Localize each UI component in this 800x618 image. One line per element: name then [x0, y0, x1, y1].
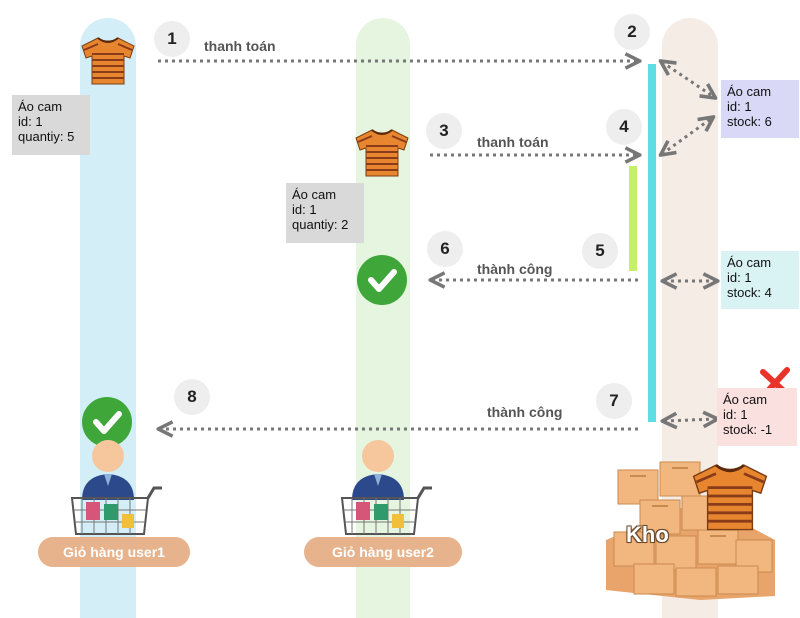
stock-box-1: Áo cam id: 1 stock: 6	[721, 80, 799, 138]
diagram-graphics	[70, 37, 790, 600]
transaction-bar	[648, 64, 656, 422]
cart-item-user1: Áo cam id: 1 quantiy: 5	[12, 95, 90, 155]
arrow-stock-read-1	[662, 62, 714, 97]
item-name: Áo cam	[292, 187, 337, 202]
cart-label-user2: Giỏ hàng user2	[304, 537, 462, 567]
message-label: thành công	[477, 261, 553, 277]
stock-box-3: Áo cam id: 1 stock: -1	[717, 388, 797, 446]
item-stock: stock: 4	[727, 285, 772, 300]
item-id: id: 1	[18, 114, 43, 129]
check-icon	[357, 255, 407, 305]
item-stock: stock: 6	[727, 114, 772, 129]
step-number-5: 5	[582, 233, 618, 269]
message-label: thành công	[487, 404, 563, 420]
cart-label-user1: Giỏ hàng user1	[38, 537, 190, 567]
lock-bar	[629, 166, 637, 271]
check-icon	[82, 397, 132, 447]
cart-item-user2: Áo cam id: 1 quantiy: 2	[286, 183, 364, 243]
message-label: thanh toán	[477, 134, 549, 150]
step-number-3: 3	[426, 113, 462, 149]
shopper-cart-icon	[340, 438, 434, 549]
warehouse-label: Kho	[626, 522, 669, 547]
warehouse-boxes-icon	[606, 461, 775, 600]
step-number-6: 6	[427, 231, 463, 267]
arrow-stock-read-2	[662, 118, 712, 154]
item-id: id: 1	[292, 202, 317, 217]
item-name: Áo cam	[723, 392, 768, 407]
item-quantity: quantiy: 5	[18, 129, 75, 144]
item-id: id: 1	[727, 270, 752, 285]
shopper-cart-icon	[70, 438, 164, 549]
item-id: id: 1	[727, 99, 752, 114]
shirt-icon	[81, 37, 135, 85]
step-number-1: 1	[154, 21, 190, 57]
step-number-7: 7	[596, 383, 632, 419]
item-name: Áo cam	[18, 99, 63, 114]
item-name: Áo cam	[727, 255, 772, 270]
item-quantity: quantiy: 2	[292, 217, 349, 232]
stock-box-2: Áo cam id: 1 stock: 4	[721, 251, 799, 309]
step-number-2: 2	[614, 14, 650, 50]
message-label: thanh toán	[204, 38, 276, 54]
item-name: Áo cam	[727, 84, 772, 99]
step-number-8: 8	[174, 379, 210, 415]
item-stock: stock: -1	[723, 422, 773, 437]
item-id: id: 1	[723, 407, 748, 422]
arrow-stock-update-2	[664, 419, 716, 421]
shirt-icon	[355, 129, 409, 177]
step-number-4: 4	[606, 109, 642, 145]
